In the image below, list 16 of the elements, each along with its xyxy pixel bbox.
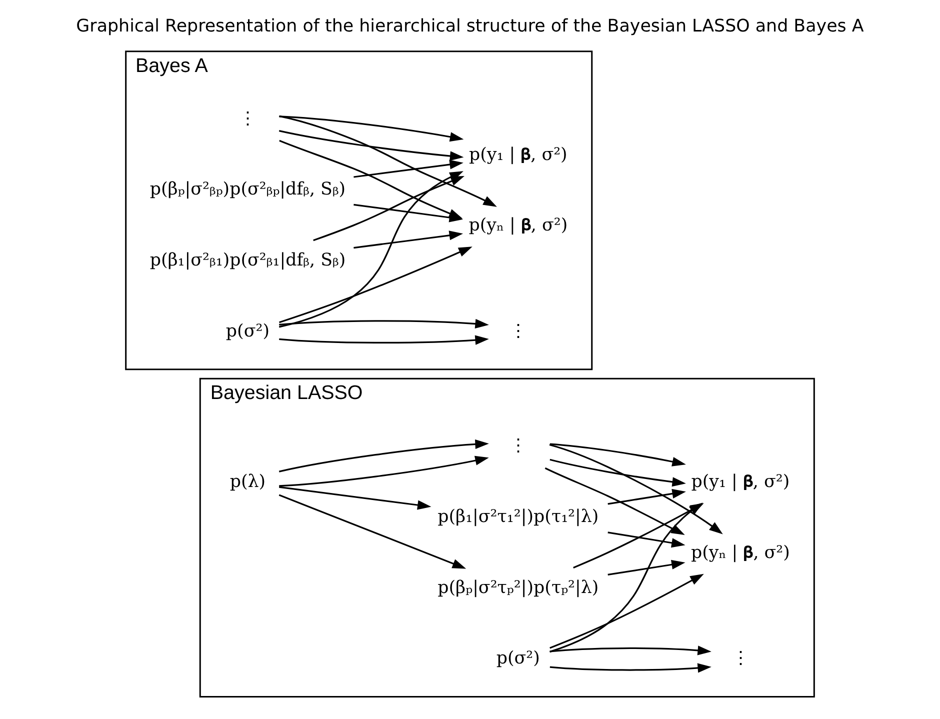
node-text: p(σ²)	[226, 321, 270, 342]
node-text: p(y₁ | 𝛃, σ²)	[468, 144, 568, 165]
diagram-title: Graphical Representation of the hierarchical structure of the Bayesian LASSO and Bayes A	[76, 16, 864, 37]
node-text: p(yₙ | 𝛃, σ²)	[690, 542, 790, 563]
node-text: ⋮	[239, 108, 256, 129]
node-text: p(yₙ | 𝛃, σ²)	[468, 216, 568, 236]
node-text: ⋮	[510, 321, 527, 342]
node-text: ⋮	[510, 436, 527, 456]
node-text: p(β₁|σ²τ₁²|)p(τ₁²|λ)	[438, 507, 599, 528]
node-text: p(βₚ|σ²τₚ²|)p(τₚ²|λ)	[438, 578, 599, 598]
node-text: p(βₚ|σ²ᵦₚ)p(σ²ᵦₚ|dfᵦ, Sᵦ)	[150, 180, 346, 200]
node-text: p(y₁ | 𝛃, σ²)	[691, 472, 790, 492]
node-text: p(σ²)	[496, 648, 540, 669]
node-text: ⋮	[732, 648, 749, 669]
node-text: p(λ)	[230, 472, 266, 492]
node-text: p(β₁|σ²ᵦ₁)p(σ²ᵦ₁|dfᵦ, Sᵦ)	[150, 250, 346, 270]
